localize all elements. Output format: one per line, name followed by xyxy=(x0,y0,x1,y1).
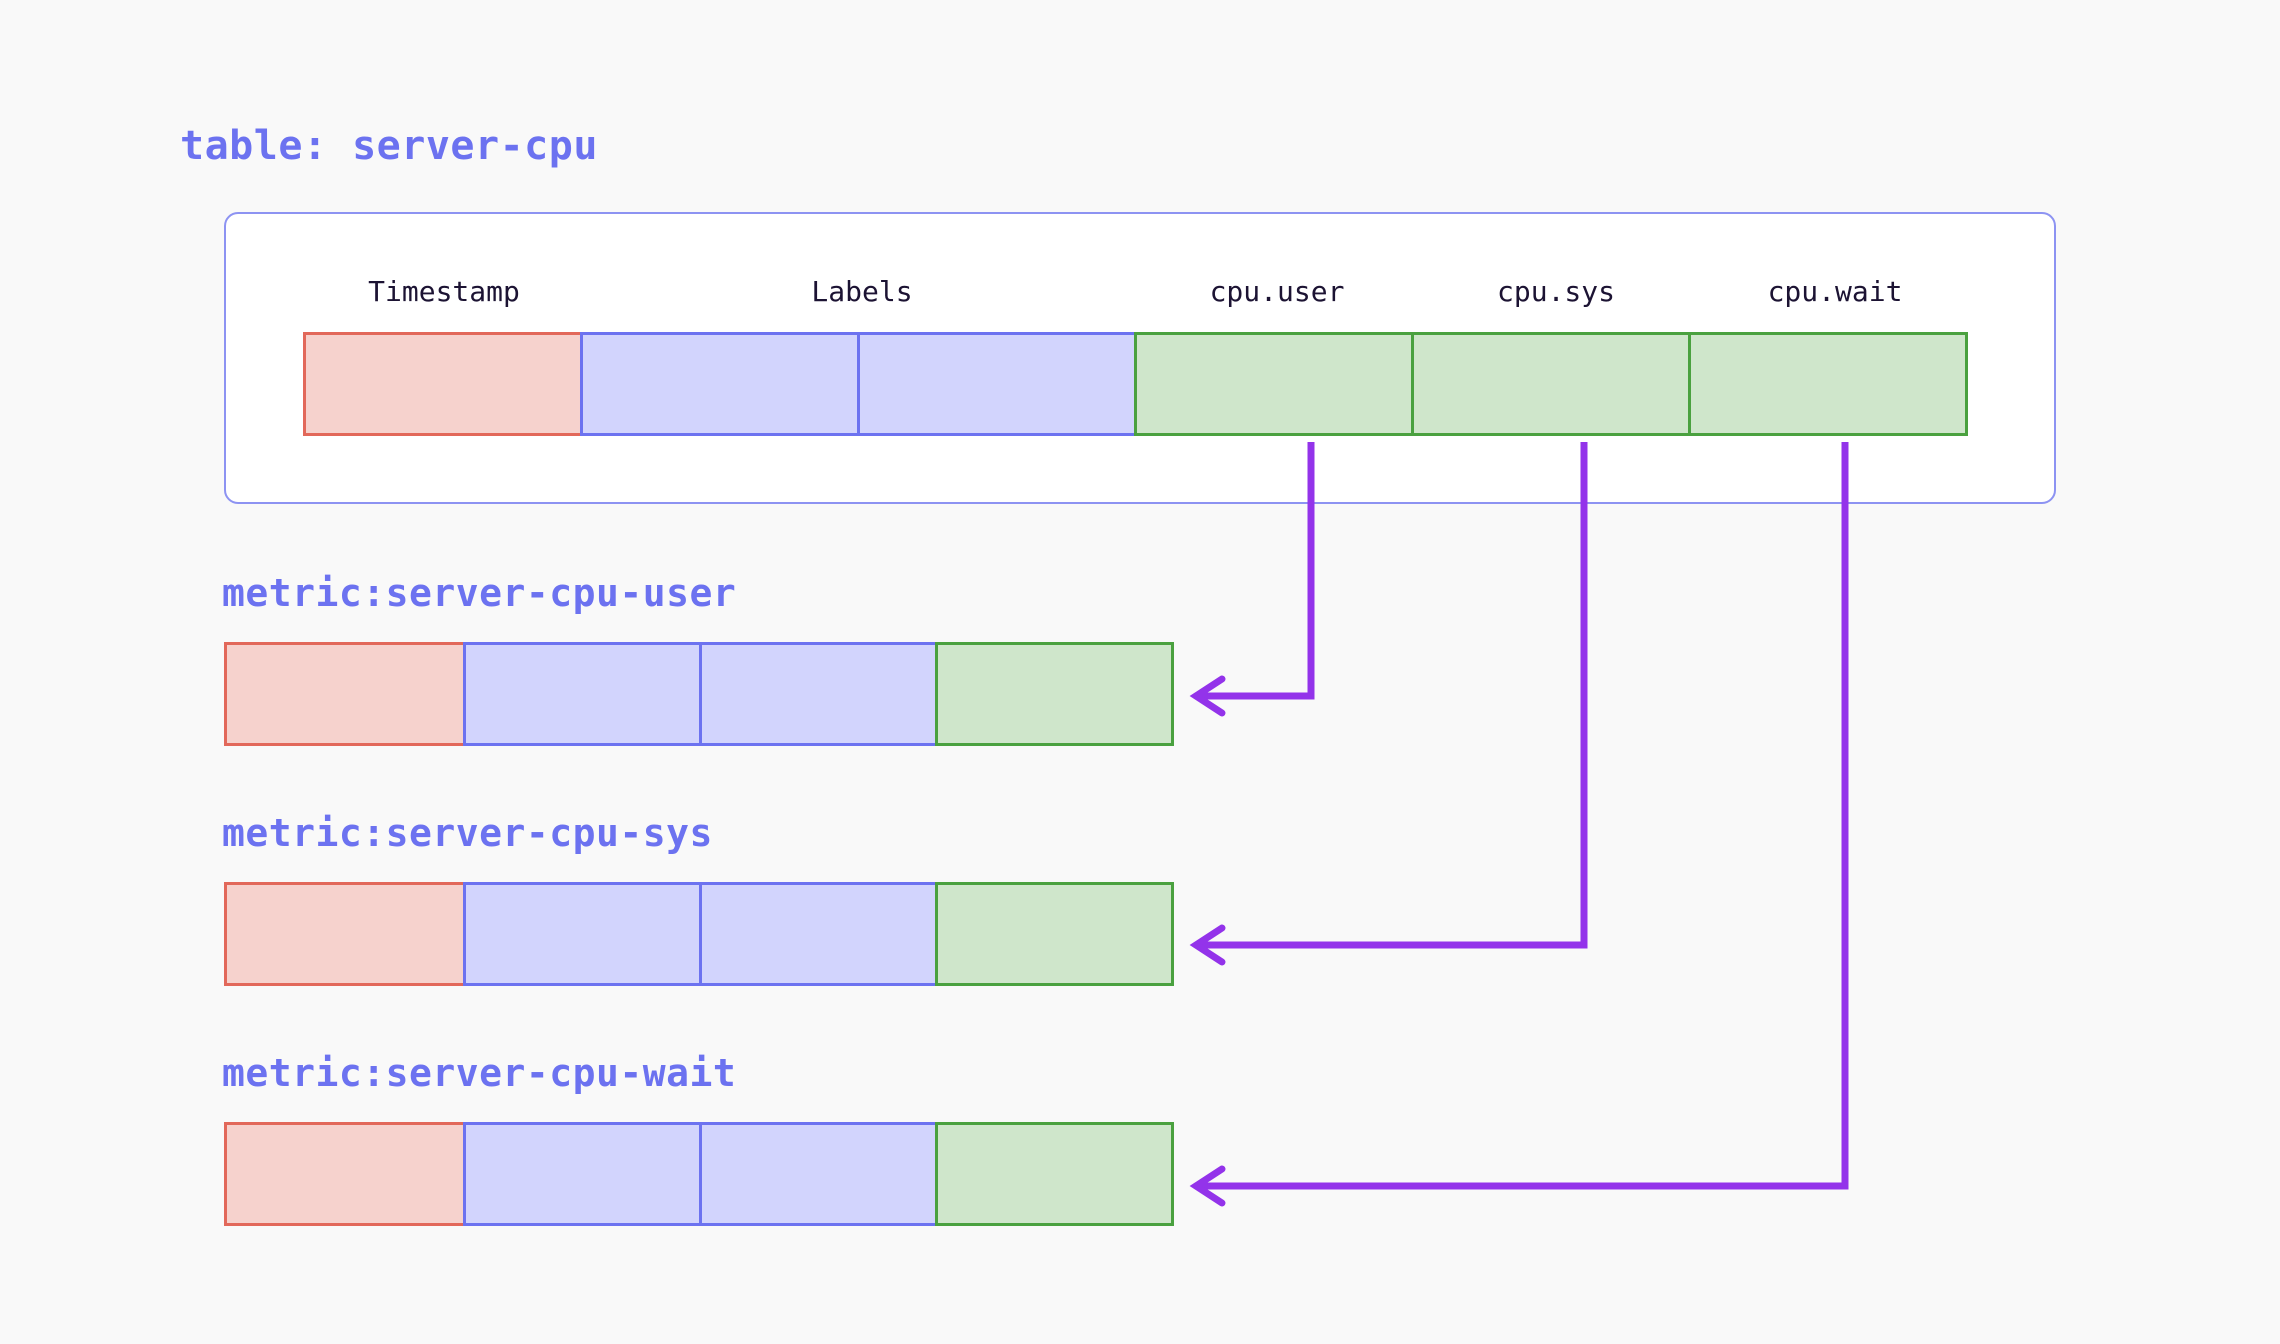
metric-cell-timestamp xyxy=(224,642,466,746)
metric-row-server-cpu-wait xyxy=(224,1122,1174,1226)
table-cell-value xyxy=(1411,332,1691,436)
column-header-timestamp: Timestamp xyxy=(368,275,520,308)
metric-cell-value xyxy=(935,642,1174,746)
table-column-headers: Timestamp Labels cpu.user cpu.sys cpu.wait xyxy=(224,275,2056,315)
metric-row-server-cpu-user xyxy=(224,642,1174,746)
table-row xyxy=(303,332,1968,436)
metric-cell-labels xyxy=(463,642,702,746)
metric-cell-labels xyxy=(699,642,938,746)
column-header-cpu-user: cpu.user xyxy=(1209,275,1345,308)
table-cell-value xyxy=(1134,332,1414,436)
table-cell-labels xyxy=(580,332,860,436)
metric-cell-value xyxy=(935,882,1174,986)
column-header-labels: Labels xyxy=(811,275,913,308)
arrowhead xyxy=(1189,924,1226,966)
arrow-cpu-wait-to-metric xyxy=(1189,442,1849,1207)
metric-cell-timestamp xyxy=(224,882,466,986)
arrowhead xyxy=(1189,1165,1226,1207)
metric-cell-value xyxy=(935,1122,1174,1226)
arrowhead xyxy=(1189,675,1226,717)
metric-title-server-cpu-wait: metric:server-cpu-wait xyxy=(222,1051,737,1095)
metric-title-server-cpu-user: metric:server-cpu-user xyxy=(222,571,737,615)
table-cell-timestamp xyxy=(303,332,583,436)
metric-cell-labels xyxy=(463,1122,702,1226)
column-header-cpu-sys: cpu.sys xyxy=(1496,275,1616,308)
column-header-cpu-wait: cpu.wait xyxy=(1767,275,1903,308)
metric-row-server-cpu-sys xyxy=(224,882,1174,986)
metric-title-server-cpu-sys: metric:server-cpu-sys xyxy=(222,811,713,855)
arrow-cpu-sys-to-metric xyxy=(1189,442,1588,966)
metric-cell-labels xyxy=(463,882,702,986)
table-title: table: server-cpu xyxy=(180,123,598,169)
table-cell-labels xyxy=(857,332,1137,436)
metric-cell-labels xyxy=(699,1122,938,1226)
metric-cell-labels xyxy=(699,882,938,986)
metric-cell-timestamp xyxy=(224,1122,466,1226)
table-cell-value xyxy=(1688,332,1968,436)
